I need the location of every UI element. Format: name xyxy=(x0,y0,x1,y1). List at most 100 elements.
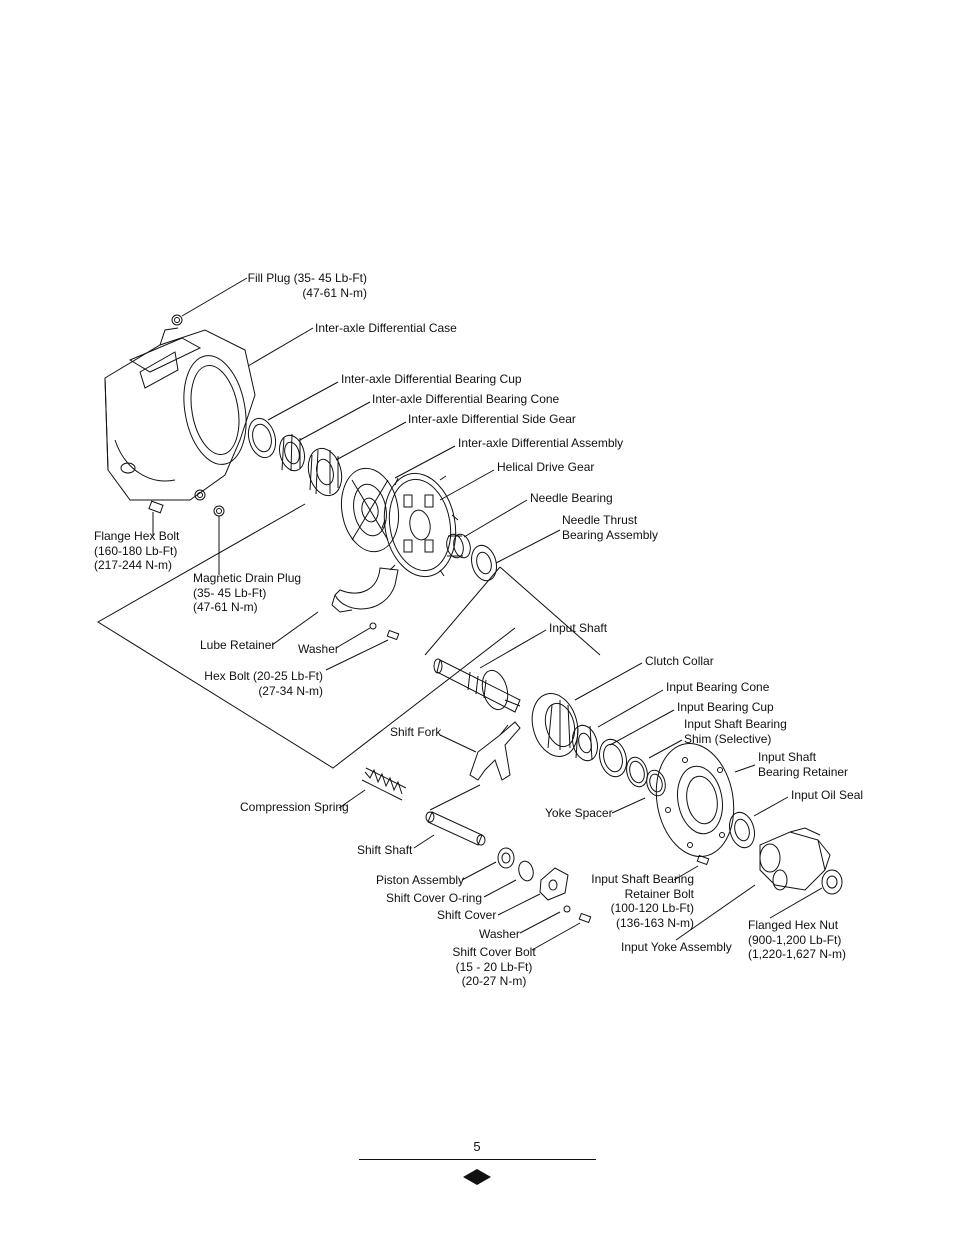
footer-diamond-icon xyxy=(463,1169,491,1185)
label-retainer-bolt: Input Shaft Bearing Retainer Bolt (100-1… xyxy=(591,872,694,930)
input-yoke-part xyxy=(759,827,831,891)
label-flanged-hex-nut: Flanged Hex Nut (900-1,200 Lb-Ft) (1,220… xyxy=(748,918,847,961)
input-bearing-cone-part xyxy=(572,724,598,762)
leader-shift-shaft xyxy=(413,834,435,849)
shim-part xyxy=(626,756,648,788)
assembly-outline-right-a xyxy=(424,566,501,656)
label-diff-assembly: Inter-axle Differential Assembly xyxy=(458,436,624,450)
clutch-collar-part xyxy=(531,693,579,757)
label-input-yoke: Input Yoke Assembly xyxy=(621,940,732,954)
input-shaft-part xyxy=(433,658,521,713)
label-compression-spring: Compression Spring xyxy=(240,800,349,814)
label-shim: Input Shaft Bearing Shim (Selective) xyxy=(684,717,787,746)
leader-shim xyxy=(648,739,683,759)
label-lube-retainer: Lube Retainer xyxy=(200,638,276,652)
label-helical-gear: Helical Drive Gear xyxy=(497,460,595,474)
leader-needle-thrust xyxy=(495,529,561,564)
label-bearing-cup: Inter-axle Differential Bearing Cup xyxy=(341,372,522,386)
leader-piston xyxy=(461,861,497,881)
label-yoke-spacer: Yoke Spacer xyxy=(545,806,613,820)
assembly-outline-right-b xyxy=(499,566,601,656)
leader-cone xyxy=(597,689,664,728)
differential-assembly-part xyxy=(340,467,400,553)
label-washer-1: Washer xyxy=(298,642,339,656)
differential-case-part xyxy=(104,327,256,501)
helical-drive-gear-part xyxy=(381,472,459,578)
leader-helical xyxy=(439,469,495,501)
shift-shaft-part xyxy=(425,811,486,846)
yoke-spacer-part xyxy=(646,769,666,797)
label-shift-cover-bolt: Shift Cover Bolt (15 - 20 Lb-Ft) (20-27 … xyxy=(452,945,536,988)
label-side-gear: Inter-axle Differential Side Gear xyxy=(408,412,576,426)
leader-side-gear xyxy=(335,421,407,461)
flanged-hex-nut-part xyxy=(821,869,843,895)
label-hex-bolt: Hex Bolt (20-25 Lb-Ft) (27-34 N-m) xyxy=(204,669,323,698)
label-piston-assembly: Piston Assembly xyxy=(376,873,465,887)
label-shift-cover: Shift Cover xyxy=(437,908,497,922)
label-fill-plug: Fill Plug (35- 45 Lb-Ft) (47-61 N-m) xyxy=(247,271,367,300)
leader-retainer-bolt xyxy=(673,865,699,881)
leader-cup xyxy=(609,709,675,746)
leader-hexbolt xyxy=(325,639,389,671)
leader-lube xyxy=(271,611,319,646)
leader-washer1 xyxy=(335,627,371,649)
footer-rule xyxy=(359,1159,596,1160)
assembly-outline-left xyxy=(97,503,516,769)
leader-spring xyxy=(338,789,366,809)
label-clutch-collar: Clutch Collar xyxy=(645,654,714,668)
leader-oil-seal xyxy=(753,796,789,817)
shift-cover-part xyxy=(539,867,569,901)
label-oil-seal: Input Oil Seal xyxy=(791,788,864,802)
needle-bearing-part xyxy=(446,533,471,559)
leader-shift-bolt xyxy=(531,922,581,951)
leader-input-shaft xyxy=(479,629,547,669)
label-needle-bearing: Needle Bearing xyxy=(530,491,613,505)
leader-bearing-cup xyxy=(267,381,339,421)
side-gear-part xyxy=(307,447,343,497)
page-number: 5 xyxy=(473,1139,481,1154)
lube-retainer-part xyxy=(331,567,399,613)
bearing-cone-part xyxy=(279,433,305,472)
leader-yoke xyxy=(675,884,756,941)
label-input-bearing-cup: Input Bearing Cup xyxy=(677,700,774,714)
shift-fork-part xyxy=(469,721,521,781)
leader-shift-fork xyxy=(439,734,477,753)
compression-spring-part xyxy=(361,767,407,801)
label-shift-fork: Shift Fork xyxy=(390,725,442,739)
label-bearing-retainer: Input Shaft Bearing Retainer xyxy=(758,750,849,779)
leader-shift-cover xyxy=(497,893,541,916)
bearing-retainer-part xyxy=(655,742,735,858)
needle-thrust-bearing-part xyxy=(471,544,497,582)
label-input-bearing-cone: Input Bearing Cone xyxy=(666,680,770,694)
leader-oring xyxy=(483,879,517,898)
label-washer-2: Washer xyxy=(479,927,520,941)
label-needle-thrust: Needle Thrust Bearing Assembly xyxy=(562,513,659,542)
leader-clutch xyxy=(574,662,643,701)
hex-bolt-part xyxy=(386,629,400,641)
washer-1-part xyxy=(369,622,377,630)
bearing-cup-part xyxy=(247,417,277,459)
magnetic-drain-plug-part xyxy=(213,505,225,517)
label-case: Inter-axle Differential Case xyxy=(315,321,457,335)
leader-nut xyxy=(769,887,823,919)
label-magnetic-drain: Magnetic Drain Plug (35- 45 Lb-Ft) (47-6… xyxy=(193,571,302,614)
label-shift-cover-oring: Shift Cover O-ring xyxy=(386,891,483,905)
fill-plug-part xyxy=(171,314,183,326)
label-flange-hex-bolt: Flange Hex Bolt (160-180 Lb-Ft) (217-244… xyxy=(94,529,180,572)
washer-2-part xyxy=(563,905,571,913)
retainer-bolt-part xyxy=(696,854,710,866)
leader-retainer xyxy=(734,764,756,773)
shift-cover-bolt-part xyxy=(578,912,592,924)
leader-case xyxy=(247,327,314,367)
assembly-outline-shift xyxy=(429,784,481,811)
leader-yoke-spacer xyxy=(611,797,646,814)
input-bearing-cup-part xyxy=(599,738,627,778)
leader-needle-bearing xyxy=(463,499,528,538)
flange-hex-bolt-part xyxy=(148,500,164,514)
leader-fill-plug xyxy=(181,277,248,317)
leader-diff-assembly xyxy=(394,445,456,479)
oil-seal-part xyxy=(729,811,755,849)
label-bearing-cone: Inter-axle Differential Bearing Cone xyxy=(372,392,560,406)
label-shift-shaft: Shift Shaft xyxy=(357,843,413,857)
